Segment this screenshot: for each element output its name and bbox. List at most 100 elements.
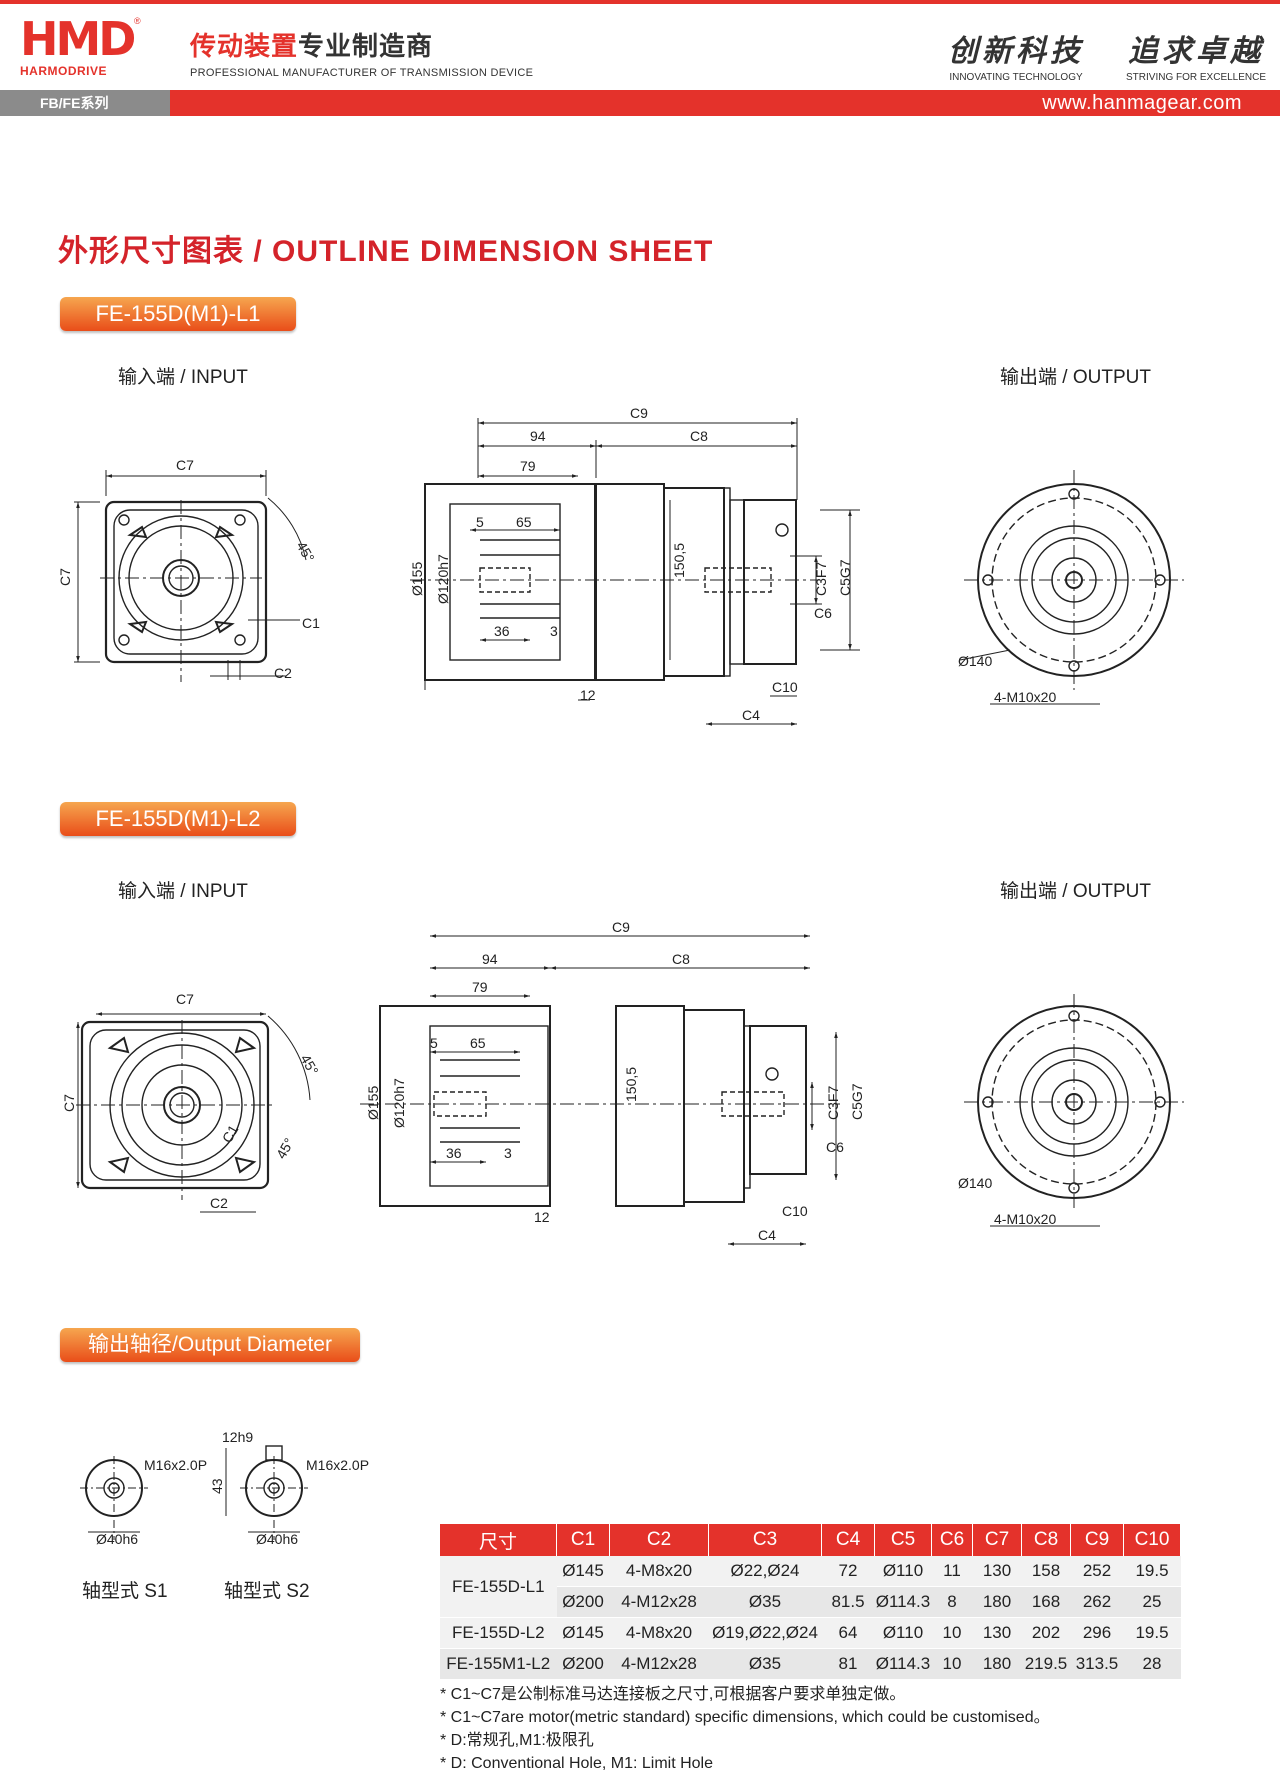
cell-c3: Ø35: [708, 1586, 822, 1618]
l2-d12: 12: [534, 1209, 550, 1225]
footnotes: * C1~C7是公制标准马达连接板之尺寸,可根据客户要求单独定做。 * C1~C…: [440, 1683, 1050, 1775]
l1-d140: Ø140: [958, 653, 992, 669]
th-c1: C1: [556, 1524, 610, 1556]
l2-side-view: [360, 934, 840, 1246]
s2-key-height: 43: [209, 1478, 225, 1494]
note-4: * D: Conventional Hole, M1: Limit Hole: [440, 1755, 714, 1772]
l1-d3: 3: [550, 623, 558, 639]
l2-c9: C9: [612, 919, 630, 935]
l2-d36: 36: [446, 1145, 462, 1161]
s2-diameter: Ø40h6: [256, 1531, 298, 1547]
slogan2-cn: 追求卓越: [1128, 34, 1265, 69]
cell-c7: 180: [972, 1586, 1022, 1618]
l1-d12: 12: [580, 687, 596, 703]
company-tagline: 传动装置专业制造商 PROFESSIONAL MANUFACTURER OF T…: [190, 26, 533, 79]
cell-c9: 252: [1070, 1556, 1124, 1587]
l2-c7-top: C7: [176, 991, 194, 1007]
cell-c8: 219.5: [1021, 1648, 1071, 1680]
input-label-l1: 输入端 / INPUT: [118, 367, 248, 388]
cell-c7: 180: [972, 1648, 1022, 1680]
l1-c5: C5G7: [837, 559, 853, 596]
model-title-l2: FE-155D(M1)-L2: [60, 802, 296, 836]
slogan1-cn: 创新科技: [948, 34, 1084, 69]
note-1: * C1~C7是公制标准马达连接板之尺寸,可根据客户要求单独定做。: [440, 1686, 906, 1703]
slogan-striving: 追求卓越 STRIVING FOR EXCELLENCE: [1126, 26, 1266, 83]
l1-d155: Ø155: [409, 562, 425, 596]
l1-c7-side: C7: [57, 568, 73, 586]
model-title-l1: FE-155D(M1)-L1: [60, 297, 296, 331]
cell-c6: 8: [931, 1586, 973, 1618]
l2-angle-top: 45°: [297, 1052, 321, 1078]
cell-c8: 158: [1021, 1556, 1071, 1587]
cell-c3: Ø35: [708, 1648, 822, 1680]
cell-c1: Ø200: [556, 1586, 610, 1618]
s1-thread: M16x2.0P: [144, 1457, 207, 1473]
cell-c10: 25: [1123, 1586, 1181, 1618]
note-2: * C1~C7are motor(metric standard) specif…: [440, 1709, 1050, 1726]
l2-c1: C1: [219, 1122, 242, 1146]
l1-c10: C10: [772, 679, 798, 695]
table-row: FE-155M1-L2 Ø200 4-M12x28 Ø35 81 Ø114.3 …: [440, 1648, 1181, 1680]
th-c5: C5: [874, 1524, 932, 1556]
s2-thread: M16x2.0P: [306, 1457, 369, 1473]
table-header-row: 尺寸 C1 C2 C3 C4 C5 C6 C7 C8 C9 C10: [440, 1524, 1181, 1556]
l1-d120: Ø120h7: [435, 554, 451, 604]
l2-c4: C4: [758, 1227, 776, 1243]
l2-c6: C6: [826, 1139, 844, 1155]
l2-c8: C8: [672, 951, 690, 967]
l1-c6: C6: [814, 605, 832, 621]
cell-c4: 81: [821, 1648, 875, 1680]
th-c6: C6: [931, 1524, 973, 1556]
l2-c3: C3F7: [825, 1086, 841, 1120]
tagline-cn-b: 专业制造商: [298, 31, 434, 61]
company-logo: HMD ® HARMODRIVE: [20, 12, 141, 82]
top-accent-line: [0, 0, 1280, 4]
cell-c8: 168: [1021, 1586, 1071, 1618]
table-row: FE-155D-L1 Ø145 4-M8x20 Ø22,Ø24 72 Ø110 …: [440, 1556, 1181, 1618]
l2-output-view: [964, 994, 1184, 1227]
l2-input-flange: [76, 1012, 311, 1213]
section-title: 外形尺寸图表 / OUTLINE DIMENSION SHEET: [58, 235, 714, 268]
output-label-l1: 输出端 / OUTPUT: [1000, 367, 1151, 388]
tagline-en: PROFESSIONAL MANUFACTURER OF TRANSMISSIO…: [190, 67, 534, 79]
cell-c7: 130: [972, 1556, 1022, 1587]
th-c9: C9: [1070, 1524, 1124, 1556]
shaft-s1-drawing: [80, 1456, 148, 1540]
tagline-cn-a: 传动装置: [190, 31, 299, 61]
cell-c8: 202: [1021, 1617, 1071, 1649]
logo-mark: HMD: [20, 12, 136, 66]
cell-c1: Ø145: [556, 1556, 610, 1587]
l2-d94: 94: [482, 951, 498, 967]
l2-d3: 3: [504, 1145, 512, 1161]
cell-c7: 130: [972, 1617, 1022, 1649]
cell-c2: 4-M12x28: [609, 1586, 709, 1618]
l1-d150-5: 150,5: [671, 543, 687, 578]
cell-c6: 10: [931, 1617, 973, 1649]
l2-d5: 5: [430, 1035, 438, 1051]
table-row: Ø200 4-M12x28 Ø35 81.5 Ø114.3 8 180 168 …: [440, 1586, 1181, 1618]
cell-c4: 81.5: [821, 1586, 875, 1618]
slogan-innovating: 创新科技 INNOVATING TECHNOLOGY: [948, 26, 1084, 83]
l2-c5: C5G7: [849, 1083, 865, 1120]
l1-d94: 94: [530, 428, 546, 444]
cell-c5: Ø110: [874, 1556, 932, 1587]
s1-diameter: Ø40h6: [96, 1531, 138, 1547]
table-row: FE-155D-L2 Ø145 4-M8x20 Ø19,Ø22,Ø24 64 Ø…: [440, 1617, 1181, 1649]
l2-d120: Ø120h7: [391, 1078, 407, 1128]
l1-c3: C3F7: [813, 562, 829, 596]
l2-c2: C2: [210, 1195, 228, 1211]
l2-angle-bottom: 45°: [273, 1135, 297, 1161]
website-link[interactable]: www.hanmagear.com: [1042, 92, 1242, 114]
l1-d65: 65: [516, 514, 532, 530]
l2-d140: Ø140: [958, 1175, 992, 1191]
cell-c3: Ø22,Ø24: [708, 1556, 822, 1587]
output-diameter-title: 输出轴径/Output Diameter: [60, 1328, 360, 1362]
shaft-s2-label: 轴型式 S2: [224, 1581, 310, 1602]
row-model: FE-155M1-L2: [440, 1648, 557, 1680]
s2-key-width: 12h9: [222, 1429, 253, 1445]
l2-d65: 65: [470, 1035, 486, 1051]
cell-c9: 262: [1070, 1586, 1124, 1618]
th-c8: C8: [1021, 1524, 1071, 1556]
l1-c2: C2: [274, 665, 292, 681]
